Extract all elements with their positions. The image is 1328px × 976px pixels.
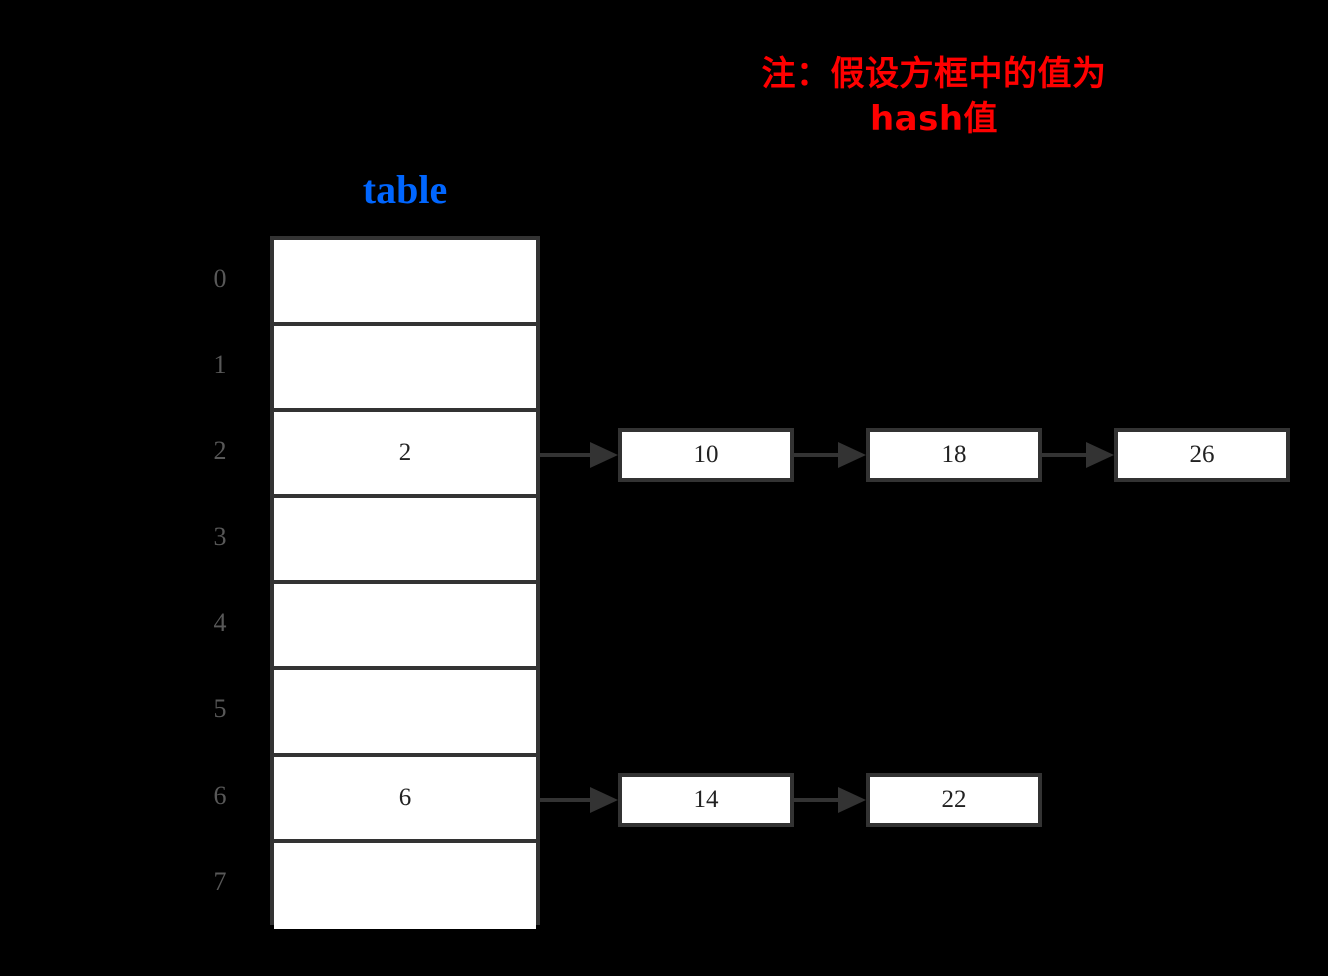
bucket-cell-3: [274, 498, 536, 585]
arrow-shaft: [794, 798, 842, 802]
arrow-right-icon: [1042, 428, 1114, 482]
arrow-shaft: [540, 798, 596, 802]
bucket-cell-5: [274, 670, 536, 757]
arrow-head: [590, 442, 618, 468]
chain-node-2-2: 26: [1114, 428, 1290, 482]
bucket-cell-4: [274, 584, 536, 671]
hash-table-array: 2 6: [270, 236, 540, 929]
arrow-head: [1086, 442, 1114, 468]
arrow-right-icon: [540, 773, 618, 827]
bucket-index-1: 1: [213, 350, 227, 380]
arrow-right-icon: [794, 773, 866, 827]
bucket-index-4: 4: [213, 608, 227, 638]
hash-note-annotation: 注：假设方框中的值为 hash值: [761, 54, 1107, 139]
bucket-cell-1: [274, 326, 536, 413]
chain-bucket-2: 10 18 26: [540, 428, 1290, 482]
chain-node-2-0: 10: [618, 428, 794, 482]
bucket-cell-0: [274, 240, 536, 327]
arrow-head: [838, 787, 866, 813]
chain-bucket-6: 14 22: [540, 773, 1042, 827]
arrow-head: [590, 787, 618, 813]
arrow-shaft: [794, 453, 842, 457]
chain-node-6-1: 22: [866, 773, 1042, 827]
bucket-index-6: 6: [213, 780, 227, 810]
chain-node-6-0: 14: [618, 773, 794, 827]
bucket-index-0: 0: [213, 264, 227, 293]
arrow-head: [838, 442, 866, 468]
bucket-index-3: 3: [213, 522, 227, 552]
bucket-index-7: 7: [213, 866, 227, 896]
arrow-shaft: [540, 453, 596, 457]
arrow-right-icon: [794, 428, 866, 482]
table-title-label: table: [362, 167, 448, 212]
bucket-cell-7: [274, 842, 536, 929]
bucket-cell-2: 2: [274, 412, 536, 499]
bucket-index-column: 0 1 2 3 4 5 6 7: [190, 236, 250, 925]
arrow-shaft: [1042, 453, 1090, 457]
bucket-index-2: 2: [213, 436, 227, 466]
bucket-index-5: 5: [213, 694, 227, 724]
arrow-right-icon: [540, 428, 618, 482]
bucket-cell-6: 6: [274, 756, 536, 843]
chain-node-2-1: 18: [866, 428, 1042, 482]
